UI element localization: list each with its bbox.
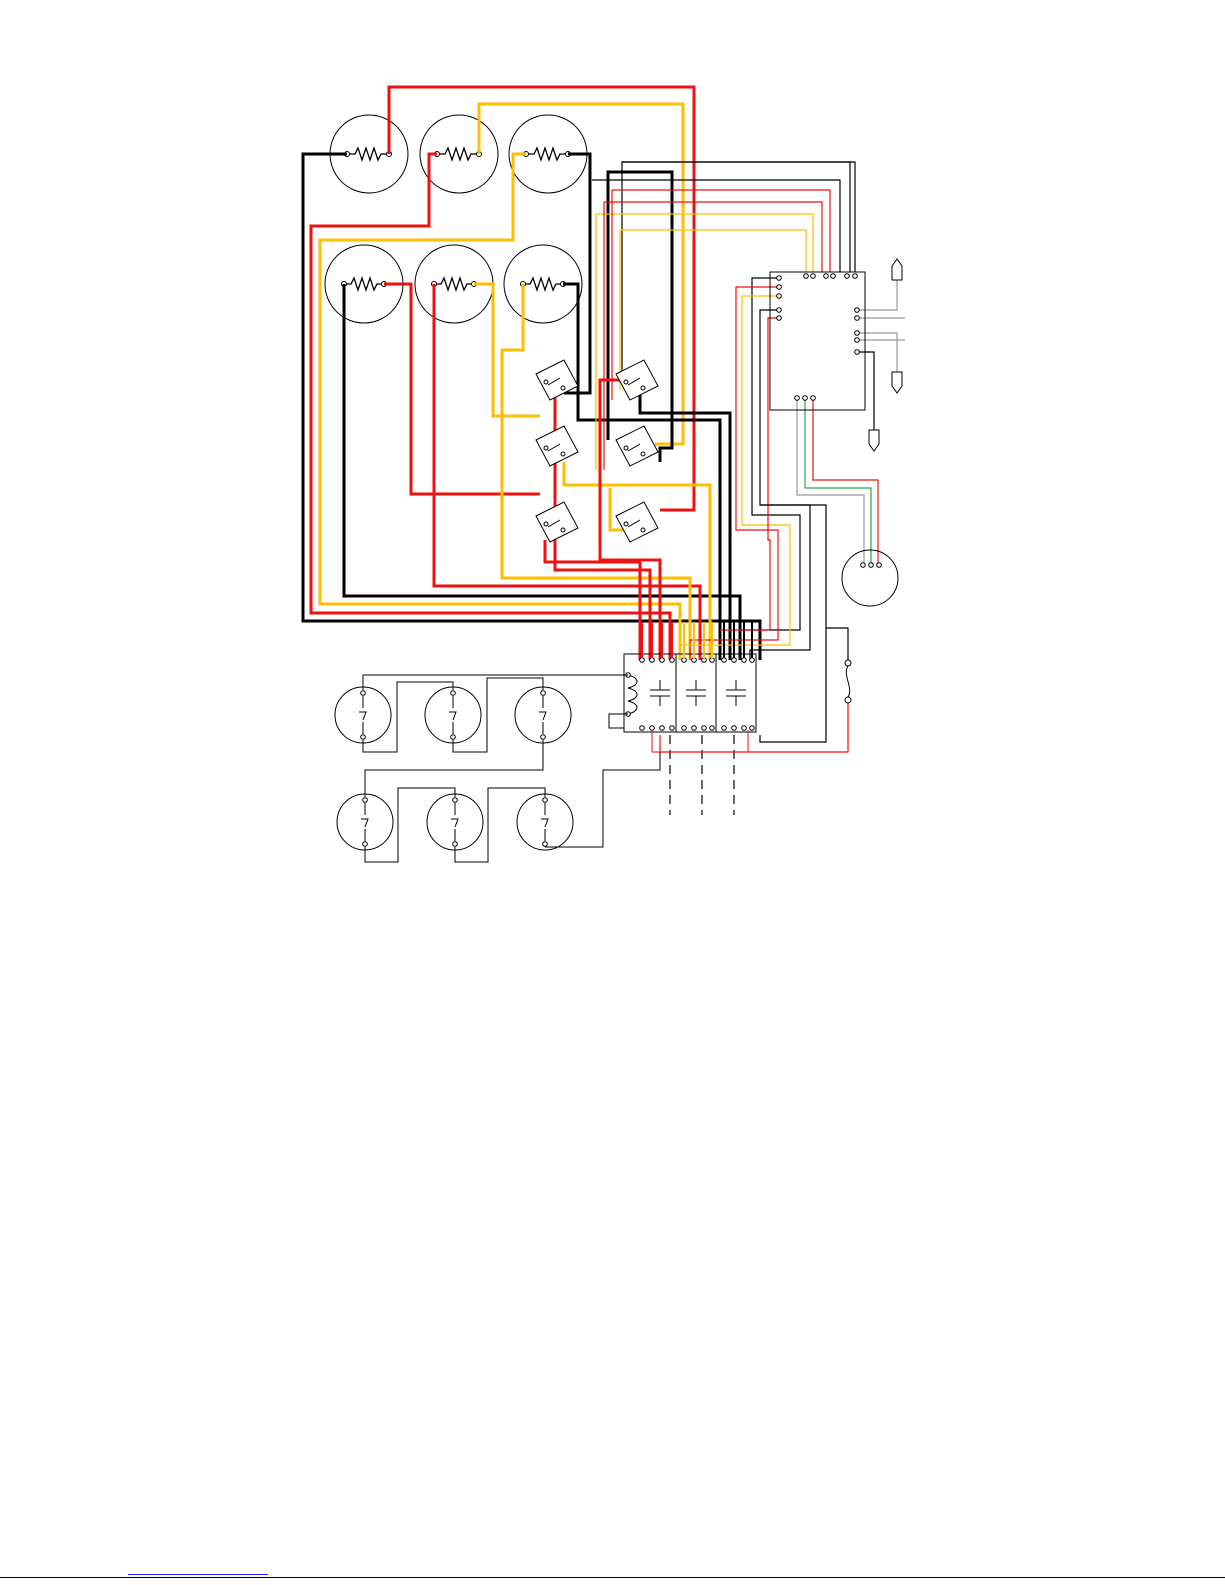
limit-switches bbox=[536, 360, 658, 542]
limit-switch-4 bbox=[616, 426, 658, 466]
thermal-cutoff-3 bbox=[515, 687, 571, 743]
thermal-cutoff-4 bbox=[337, 794, 393, 850]
thermal-cutoff-6 bbox=[517, 794, 573, 850]
limit-switch-5 bbox=[536, 502, 578, 542]
main-wiring bbox=[303, 87, 760, 660]
thermal-cutoffs bbox=[335, 675, 660, 862]
fuse bbox=[845, 660, 851, 703]
footer-link-underline[interactable] bbox=[128, 1574, 268, 1575]
control-board bbox=[770, 272, 865, 410]
temperature-probe-2 bbox=[892, 372, 902, 393]
limit-switch-3 bbox=[536, 426, 578, 466]
thermal-cutoff-5 bbox=[427, 794, 483, 850]
thermal-cutoff-1 bbox=[335, 687, 391, 743]
footer-rule bbox=[0, 1577, 1225, 1578]
temperature-probe-3 bbox=[869, 430, 879, 451]
temperature-probe-1 bbox=[892, 259, 902, 280]
limit-switch-6 bbox=[616, 502, 658, 542]
fan-motor bbox=[842, 550, 898, 606]
thermal-cutoff-2 bbox=[425, 687, 481, 743]
